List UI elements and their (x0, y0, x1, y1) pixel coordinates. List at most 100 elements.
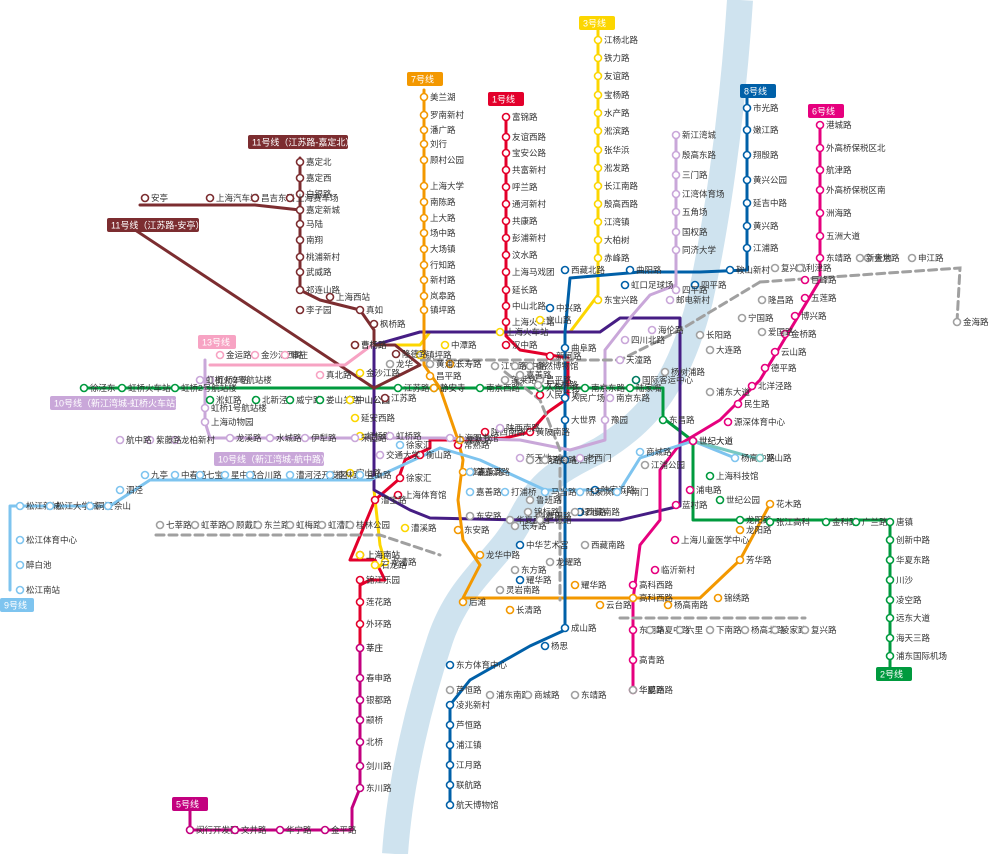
station-l1-6[interactable]: 共康路 (501, 216, 539, 226)
station-marker[interactable] (355, 695, 365, 705)
station-marker[interactable] (200, 417, 210, 427)
station-marker[interactable] (593, 199, 603, 209)
station-marker[interactable] (355, 715, 365, 725)
station-marker[interactable] (501, 182, 511, 192)
station-marker[interactable] (355, 783, 365, 793)
station-l11-18[interactable]: 昌吉东路 (250, 193, 296, 203)
station-marker[interactable] (671, 130, 681, 140)
station-l8-25[interactable]: 芦恒路 (445, 720, 483, 730)
station-marker[interactable] (345, 468, 355, 478)
station-l10-27[interactable]: 虹桥火车站 (195, 375, 250, 385)
station-marker[interactable] (593, 126, 603, 136)
station-l10-30[interactable]: 航中路 (115, 435, 153, 445)
station-marker[interactable] (170, 470, 180, 480)
station-planned-0[interactable]: 复兴岛 (770, 263, 807, 273)
station-marker[interactable] (593, 181, 603, 191)
station-l2-21[interactable]: 广兰路 (851, 517, 889, 527)
station-marker[interactable] (815, 120, 825, 130)
station-marker[interactable] (445, 760, 455, 770)
station-l9-13[interactable]: 漕河泾开发区 (285, 470, 348, 480)
station-marker[interactable] (795, 263, 805, 273)
station-l1-8[interactable]: 汶水路 (501, 250, 539, 260)
station-marker[interactable] (770, 347, 780, 357)
station-l7-23[interactable]: 耀华路 (570, 580, 608, 590)
station-planned-53[interactable]: 江浦公园 (640, 460, 686, 470)
station-l9-10[interactable]: 七宝 (195, 470, 224, 480)
station-l6-18[interactable]: 蓝村路 (671, 500, 709, 510)
station-marker[interactable] (907, 253, 917, 263)
station-l9-17[interactable]: 肇嘉浜路 (465, 467, 511, 477)
station-l11-12[interactable]: 枫桥路 (369, 319, 407, 329)
station-planned-35[interactable]: 龙华 (385, 359, 414, 369)
station-marker[interactable] (705, 471, 715, 481)
station-l3-9[interactable]: 殷高西路 (593, 199, 639, 209)
station-marker[interactable] (295, 219, 305, 229)
station-l3-16[interactable]: 中潭路 (440, 340, 478, 350)
station-l7-10[interactable]: 行知路 (419, 260, 457, 270)
station-planned-20[interactable]: 芦恒路 (445, 685, 483, 695)
station-l13-2[interactable]: 丰庄 (280, 350, 309, 360)
station-marker[interactable] (458, 467, 468, 477)
station-l7-12[interactable]: 岚皋路 (419, 291, 457, 301)
station-l3-6[interactable]: 张华浜 (593, 145, 631, 155)
station-l3-20[interactable]: 中山公园 (345, 395, 391, 405)
line-badge-l11a[interactable]: 11号线（江苏路-嘉定北） (248, 135, 354, 149)
station-l3-15[interactable]: 上海火车站 (495, 327, 550, 337)
station-l8-24[interactable]: 凌兆新村 (445, 700, 491, 710)
station-l1-5[interactable]: 通河新村 (501, 199, 547, 209)
station-l6-11[interactable]: 云山路 (770, 347, 808, 357)
station-l2-10[interactable]: 南京西路 (475, 383, 521, 393)
station-planned-7[interactable]: 宁国路 (737, 313, 775, 323)
station-marker[interactable] (195, 470, 205, 480)
station-marker[interactable] (285, 520, 295, 530)
station-marker[interactable] (885, 575, 895, 585)
station-marker[interactable] (445, 359, 455, 369)
station-l8-10[interactable]: 虹口足球场 (620, 280, 674, 290)
station-l2-29[interactable]: 浦东国际机场 (885, 651, 948, 661)
station-marker[interactable] (725, 265, 735, 275)
station-marker[interactable] (170, 383, 180, 393)
station-l11-6[interactable]: 桃浦新村 (295, 252, 341, 262)
station-marker[interactable] (250, 350, 260, 360)
station-l8-20[interactable]: 耀华路 (515, 575, 553, 585)
station-marker[interactable] (475, 550, 485, 560)
station-l3-14[interactable]: 宝山路 (535, 315, 573, 325)
station-marker[interactable] (350, 340, 360, 350)
station-l11-7[interactable]: 武威路 (295, 267, 333, 277)
station-marker[interactable] (815, 185, 825, 195)
station-marker[interactable] (395, 440, 405, 450)
station-l7-0[interactable]: 美兰湖 (419, 92, 456, 102)
station-l7-29[interactable]: 龙阳路 (735, 525, 773, 535)
station-l12-0[interactable]: 国际客运中心 (631, 375, 694, 385)
line-badge-l10a[interactable]: 10号线（新江湾城-虹桥火车站） (50, 396, 184, 410)
station-marker[interactable] (370, 495, 380, 505)
station-marker[interactable] (647, 325, 657, 335)
station-l5-5[interactable]: 剑川路 (355, 761, 393, 771)
station-marker[interactable] (355, 761, 365, 771)
station-marker[interactable] (560, 415, 570, 425)
station-marker[interactable] (225, 433, 235, 443)
station-marker[interactable] (760, 363, 770, 373)
station-l7-22[interactable]: 长清路 (505, 605, 543, 615)
station-marker[interactable] (593, 295, 603, 305)
station-marker[interactable] (265, 433, 275, 443)
station-marker[interactable] (355, 619, 365, 629)
station-l1-4[interactable]: 呼兰路 (501, 182, 539, 192)
station-marker[interactable] (605, 393, 615, 403)
station-l1-14[interactable]: 新闸路 (545, 351, 583, 361)
station-marker[interactable] (445, 433, 455, 443)
station-marker[interactable] (445, 660, 455, 670)
station-l10-13[interactable]: 豫园 (600, 415, 629, 425)
station-marker[interactable] (393, 383, 403, 393)
station-l7-16[interactable]: 静安寺 (429, 383, 467, 393)
station-marker[interactable] (535, 390, 545, 400)
station-l2-22[interactable]: 唐镇 (885, 517, 914, 527)
station-marker[interactable] (800, 293, 810, 303)
station-l8-27[interactable]: 江月路 (445, 760, 483, 770)
station-l9-14[interactable]: 桂林路 (325, 470, 363, 480)
station-marker[interactable] (863, 253, 873, 263)
station-marker[interactable] (295, 267, 305, 277)
station-marker[interactable] (355, 597, 365, 607)
station-marker[interactable] (742, 243, 752, 253)
station-marker[interactable] (295, 173, 305, 183)
